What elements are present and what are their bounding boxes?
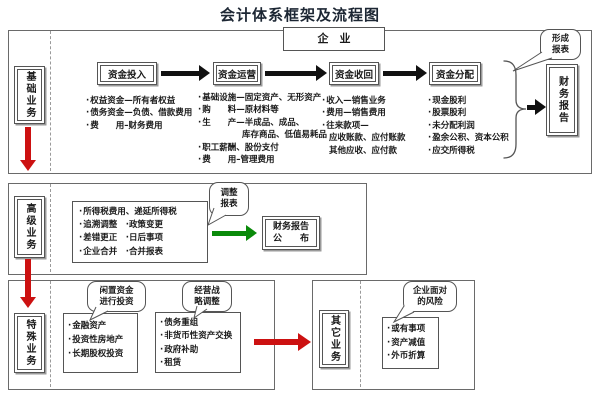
list-item: 政府补助 bbox=[160, 344, 232, 357]
list-item: 基础设施—固定资产、无形资产 bbox=[198, 92, 327, 104]
forming-report-callout: 形成 报表 bbox=[540, 29, 581, 60]
basic-business-box: 基础业务 bbox=[14, 66, 45, 124]
investment-items-list: 金融资产 投资性房地产 长期股权投资 bbox=[68, 319, 123, 361]
list-item: 购 料—原材料等 bbox=[198, 104, 327, 116]
list-item: 外币折算 bbox=[387, 350, 425, 364]
list-item: 费 用–管理费用 bbox=[198, 154, 327, 166]
capital-operation-list: 基础设施—固定资产、无形资产 购 料—原材料等 生 产—半成品、成品、 库存商品… bbox=[198, 92, 327, 166]
list-item: 长期股权投资 bbox=[68, 347, 123, 361]
enterprise-box: 企 业 bbox=[283, 27, 385, 51]
report-publish-box: 财务报告 公 布 bbox=[262, 216, 320, 250]
list-item: 债务资金—负债、借款费用 bbox=[86, 107, 192, 119]
diagram-title: 会计体系框架及流程图 bbox=[219, 6, 380, 24]
list-item: 债务重组 bbox=[160, 317, 232, 330]
callout-line: 调整 bbox=[220, 188, 238, 198]
callout-line: 报表 bbox=[220, 199, 238, 209]
idle-funds-callout: 闲置资金 进行投资 bbox=[87, 281, 146, 312]
advanced-business-box: 高级业务 bbox=[14, 196, 45, 258]
list-item: 租赁 bbox=[160, 357, 232, 370]
callout-tail bbox=[392, 305, 415, 324]
list-item: 追溯调整 ·政策变更 bbox=[79, 219, 177, 232]
capital-recovery-list: 收入—销售业务 费用—销售费用 往来款项— 应收账款、应付账款 其他应收、应付款 bbox=[322, 95, 406, 157]
report-publish-line: 财务报告 bbox=[272, 222, 309, 232]
enterprise-risk-callout: 企业面对 的风险 bbox=[403, 281, 457, 312]
list-item: 现金股利 bbox=[428, 95, 509, 107]
list-item: 所得税费用、递延所得税 bbox=[79, 206, 177, 219]
list-item: 或有事项 bbox=[387, 323, 425, 337]
dashed-divider bbox=[360, 281, 361, 387]
advanced-business-label: 高级业务 bbox=[24, 203, 35, 251]
list-item: 差错更正 ·日后事项 bbox=[79, 232, 177, 245]
curly-brace-icon bbox=[503, 60, 527, 159]
callout-line: 企业面对 bbox=[412, 285, 447, 296]
list-item: 盈余公积、资本公积 bbox=[428, 132, 509, 144]
risk-items-list: 或有事项 资产减值 外币折算 bbox=[387, 323, 425, 364]
flow-box-label: 资金收回 bbox=[334, 69, 373, 81]
capital-distribution-list: 现金股利 股票股利 未分配利润 盈余公积、资本公积 应交所得税 bbox=[428, 95, 509, 157]
special-business-label: 特殊业务 bbox=[24, 319, 35, 367]
callout-tail bbox=[193, 305, 208, 320]
advanced-items-list: 所得税费用、递延所得税 追溯调整 ·政策变更 差错更正 ·日后事项 企业合并 ·… bbox=[79, 206, 177, 259]
enterprise-label: 企 业 bbox=[317, 32, 351, 45]
callout-line: 进行投资 bbox=[99, 296, 134, 307]
callout-line: 闲置资金 bbox=[99, 285, 134, 296]
basic-business-label: 基础业务 bbox=[24, 71, 35, 119]
dashed-divider bbox=[50, 281, 51, 387]
callout-line: 略调整 bbox=[194, 296, 220, 307]
list-item: 资产减值 bbox=[387, 337, 425, 351]
list-item: 投资性房地产 bbox=[68, 333, 123, 347]
other-business-label: 其它业务 bbox=[328, 315, 340, 363]
flow-box-capital-input: 资金投入 bbox=[97, 62, 157, 85]
list-item: 生 产—半成品、成品、 bbox=[198, 117, 327, 129]
list-item: 费用—销售费用 bbox=[322, 107, 406, 119]
list-item: 企业合并 ·合并报表 bbox=[79, 246, 177, 259]
callout-tail bbox=[88, 306, 109, 322]
list-item: 其他应收、应付款 bbox=[329, 145, 398, 156]
list-item: 收入—销售业务 bbox=[322, 95, 406, 107]
financial-report-label: 财务报告 bbox=[556, 76, 568, 124]
flow-box-capital-operation: 资金运营 bbox=[213, 62, 261, 85]
list-item: 应交所得税 bbox=[428, 145, 509, 157]
dashed-divider bbox=[50, 184, 51, 272]
callout-line: 报表 bbox=[551, 44, 569, 55]
dashed-divider bbox=[50, 31, 51, 171]
list-item: 库存商品、低值易耗品 bbox=[242, 130, 328, 141]
list-item: 股票股利 bbox=[428, 107, 509, 119]
flow-box-label: 资金投入 bbox=[107, 69, 146, 81]
special-business-box: 特殊业务 bbox=[14, 313, 45, 373]
strategy-items-list: 债务重组 非货币性资产交换 政府补助 租赁 bbox=[160, 317, 232, 370]
strategy-adjust-callout: 经营战 略调整 bbox=[182, 281, 232, 312]
callout-line: 经营战 bbox=[194, 285, 220, 296]
list-item: 应收账款、应付账款 bbox=[329, 133, 406, 144]
other-business-box: 其它业务 bbox=[319, 310, 349, 368]
list-item: 未分配利润 bbox=[428, 120, 509, 132]
callout-line: 形成 bbox=[551, 33, 569, 44]
callout-tail bbox=[512, 51, 553, 72]
flow-box-label: 资金运营 bbox=[217, 69, 256, 81]
list-item: 职工薪酬、股份支付 bbox=[198, 142, 327, 154]
financial-report-box: 财务报告 bbox=[546, 64, 578, 136]
list-item: 费 用–财务费用 bbox=[86, 120, 192, 132]
callout-line: 的风险 bbox=[417, 296, 443, 307]
list-item: 往来款项— bbox=[322, 120, 406, 132]
flow-box-capital-distribution: 资金分配 bbox=[429, 62, 481, 85]
list-item: 非货币性资产交换 bbox=[160, 330, 232, 343]
list-item: 权益资金—所有者权益 bbox=[86, 95, 192, 107]
flow-box-capital-recovery: 资金收回 bbox=[329, 62, 379, 85]
capital-input-list: 权益资金—所有者权益 债务资金—负债、借款费用 费 用–财务费用 bbox=[86, 95, 192, 132]
callout-tail bbox=[207, 207, 227, 227]
list-item: 金融资产 bbox=[68, 319, 123, 333]
flow-box-label: 资金分配 bbox=[435, 69, 474, 81]
report-publish-line: 公 布 bbox=[272, 234, 309, 244]
